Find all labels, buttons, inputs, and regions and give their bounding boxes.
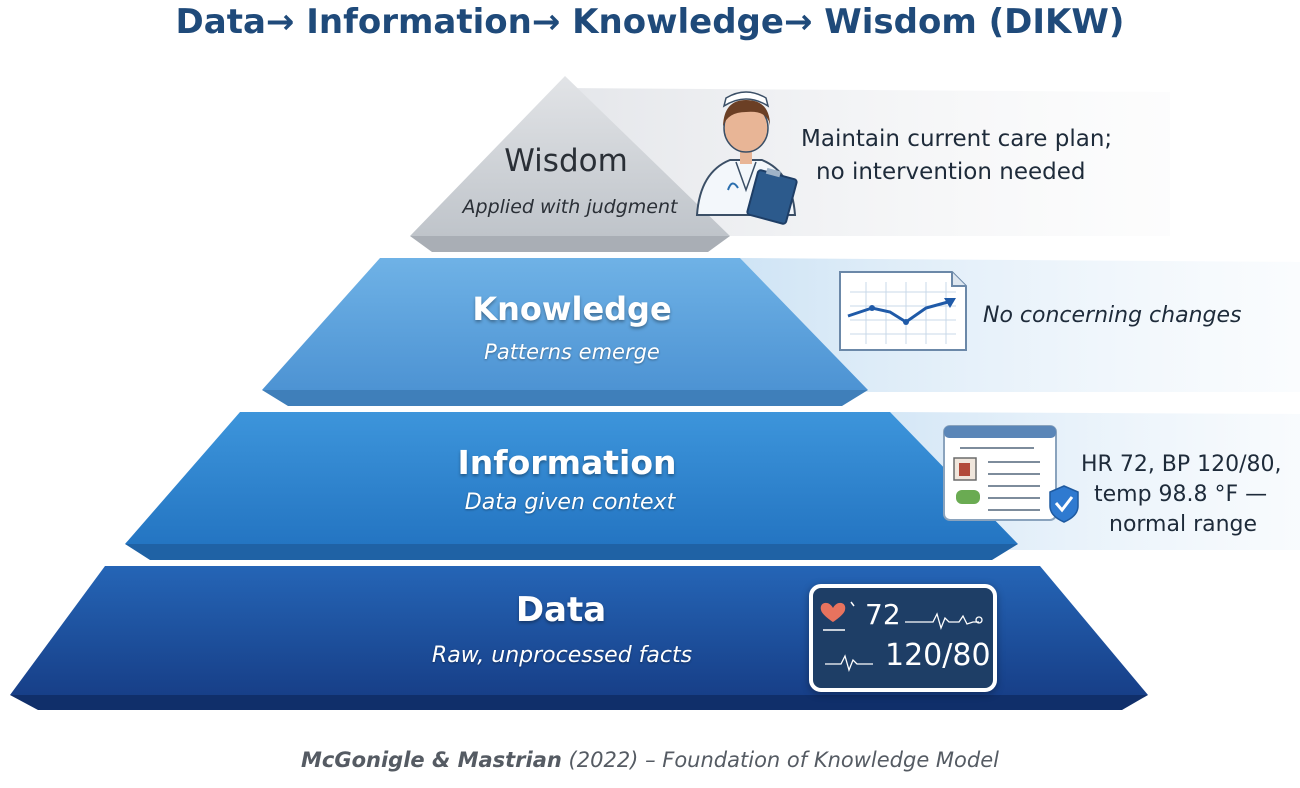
information-label: Information — [458, 443, 677, 482]
wisdom-subtitle-wrap: Applied with judgment — [463, 196, 678, 218]
chart-document-icon — [839, 271, 967, 351]
knowledge-title: Knowledge — [472, 290, 672, 328]
knowledge-subtitle: Patterns emerge — [484, 340, 660, 364]
report-check-icon — [943, 425, 1079, 523]
vitals-monitor: 72 120/80 — [809, 584, 997, 692]
monitor-blood-pressure: 120/80 — [885, 638, 991, 673]
information-title: Information — [457, 443, 677, 482]
citation-footer: McGonigle & Mastrian (2022) – Foundation… — [0, 748, 1300, 772]
information-description-1: HR 72, BP 120/80, — [1081, 452, 1282, 477]
ecg-wave-icon — [825, 612, 979, 673]
data-title: Data — [515, 590, 607, 630]
wisdom-subtitle: Applied with judgment — [462, 196, 678, 218]
data-subtitle: Raw, unprocessed facts — [431, 643, 693, 668]
information-description-2: temp 98.8 °F — — [1094, 482, 1268, 507]
information-subtitle: Data given context — [464, 490, 676, 515]
information-subtitle-wrap: Data given context — [465, 490, 675, 515]
monitor-heart-rate: 72 — [865, 598, 901, 631]
wisdom-description-2: no intervention needed — [816, 159, 1086, 185]
data-label: Data — [516, 590, 606, 630]
information-description-3: normal range — [1109, 512, 1258, 537]
page-title: Data→ Information→ Knowledge→ Wisdom (DI… — [175, 2, 1125, 42]
wisdom-label: Wisdom — [504, 143, 628, 179]
wisdom-title: Wisdom — [504, 143, 628, 179]
citation-model: – Foundation of Knowledge Model — [645, 748, 999, 772]
knowledge-label: Knowledge — [472, 290, 671, 328]
nurse-icon — [695, 91, 798, 225]
knowledge-subtitle-wrap: Patterns emerge — [484, 340, 660, 364]
wisdom-tier — [410, 76, 730, 236]
knowledge-description: No concerning changes — [983, 303, 1242, 328]
heart-icon — [820, 602, 846, 622]
information-tier — [125, 412, 1018, 544]
data-subtitle-wrap: Raw, unprocessed facts — [432, 643, 692, 668]
knowledge-tier — [262, 258, 868, 390]
wisdom-description-1: Maintain current care plan; — [801, 126, 1113, 152]
citation-authors: McGonigle & Mastrian — [301, 748, 562, 772]
citation-year: (2022) — [568, 748, 639, 772]
